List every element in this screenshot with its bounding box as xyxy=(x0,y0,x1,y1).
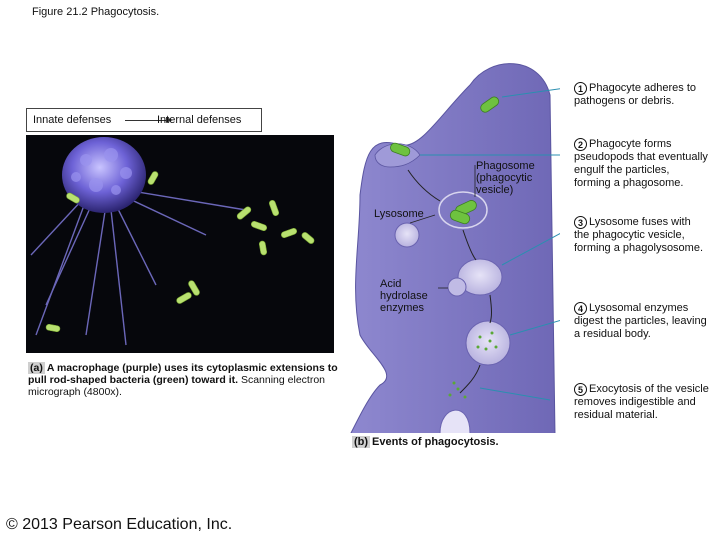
caption-a: (a)A macrophage (purple) uses its cytopl… xyxy=(28,362,338,398)
caption-b: (b)Events of phagocytosis. xyxy=(352,436,499,448)
caption-b-text: Events of phagocytosis. xyxy=(372,436,499,448)
flow-from: Innate defenses xyxy=(33,114,112,126)
label-acid-hydrolase: Acid hydrolase enzymes xyxy=(380,278,428,314)
step-5-number: 5 xyxy=(574,383,587,396)
flow-bar: Innate defenses Internal defenses xyxy=(26,108,262,132)
phagocytosis-diagram xyxy=(350,63,560,433)
copyright: © 2013 Pearson Education, Inc. xyxy=(6,516,233,533)
step-3-number: 3 xyxy=(574,216,587,229)
step-4-text: Lysosomal enzymes digest the particles, … xyxy=(574,302,707,340)
step-2-number: 2 xyxy=(574,138,587,151)
step-2-text: Phagocyte forms pseudopods that eventual… xyxy=(574,138,708,189)
label-phagosome: Phagosome (phagocytic vesicle) xyxy=(476,160,535,196)
caption-a-normal: Scanning electron micrograph (4800x). xyxy=(28,374,326,398)
label-lysosome: Lysosome xyxy=(374,208,424,220)
step-5-text: Exocytosis of the vesicle removes indige… xyxy=(574,383,709,421)
bacteria-group xyxy=(45,171,315,332)
macrophage-micrograph xyxy=(26,135,334,353)
phagolysosome xyxy=(457,258,503,296)
flow-arrow-icon xyxy=(125,117,173,123)
lysosome xyxy=(394,222,420,248)
step-3-text: Lysosome fuses with the phagocytic vesic… xyxy=(574,216,704,254)
micrograph-image xyxy=(30,137,315,346)
step-1-text: Phagocyte adheres to pathogens or debris… xyxy=(574,82,697,107)
caption-a-tag: (a) xyxy=(28,362,45,374)
phagocyte-cell xyxy=(350,63,556,433)
caption-b-tag: (b) xyxy=(352,436,371,448)
step-1-number: 1 xyxy=(574,82,587,95)
residual-body xyxy=(465,320,511,366)
step-4-number: 4 xyxy=(574,302,587,315)
figure-title: Figure 21.2 Phagocytosis. xyxy=(32,6,160,18)
caption-a-bold: A macrophage (purple) uses its cytoplasm… xyxy=(28,362,338,386)
flow-to: Internal defenses xyxy=(157,114,242,126)
exocytosis-vesicle xyxy=(439,409,471,433)
